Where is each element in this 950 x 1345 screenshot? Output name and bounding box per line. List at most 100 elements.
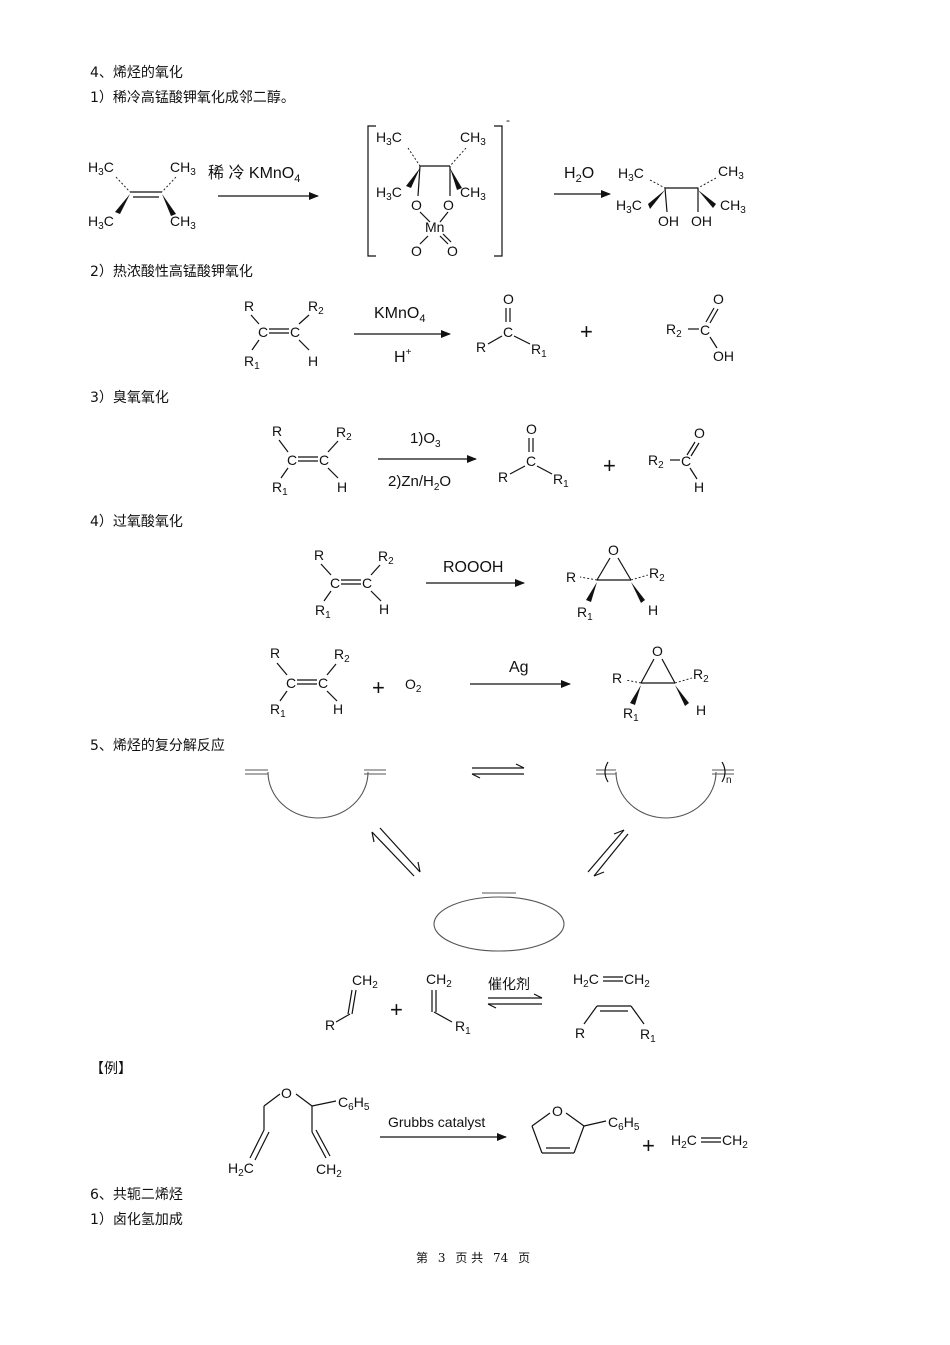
label-r: R: [575, 1025, 585, 1041]
label-ch2: CH2: [722, 1132, 748, 1151]
ring: [433, 896, 565, 952]
bond: [335, 1013, 351, 1023]
bond: [327, 440, 339, 453]
reagent-cold-kmno4: 稀 冷 KMnO4: [208, 164, 300, 185]
bond: [661, 658, 676, 684]
bond: [689, 467, 698, 480]
bond-mno-double: [439, 235, 449, 245]
section-4-2-heading: 2）热浓酸性高锰酸钾氧化: [90, 264, 253, 280]
bond: [320, 563, 332, 576]
bond: [513, 335, 531, 345]
label-ch2: CH2: [426, 971, 452, 990]
bond-hash: [449, 147, 467, 167]
bond-double: [311, 1131, 327, 1159]
arrow-line: [587, 829, 625, 873]
bond: [640, 658, 655, 684]
label-c6h5: C6H5: [608, 1114, 640, 1133]
section-4-3-heading: 3）臭氧氧化: [90, 390, 169, 406]
label-h3c: H3C: [376, 184, 402, 203]
bond: [250, 314, 260, 325]
bond-wedge: [450, 168, 462, 190]
label-ch3: CH3: [170, 213, 196, 232]
ketone-product: O C R R1: [476, 291, 547, 360]
reagent-water: H2O: [564, 165, 594, 185]
atom-o: O: [503, 291, 514, 307]
charge-minus: -: [506, 113, 510, 127]
equilibrium-arrows-right: [587, 829, 629, 877]
reagent-oxygen: O2: [405, 676, 422, 695]
section-5-heading: 5、烯烃的复分解反应: [90, 738, 225, 754]
bond-co-double: [705, 307, 715, 323]
bond: [573, 1125, 585, 1154]
label-r1: R1: [577, 604, 593, 623]
label-c6h5: C6H5: [338, 1094, 370, 1113]
dihydrofuran-product: O C6H5: [531, 1103, 640, 1154]
plus-sign: +: [390, 997, 403, 1022]
bond: [565, 1112, 585, 1127]
atom-c: C: [330, 575, 340, 591]
alkene-product: R R1: [575, 1005, 656, 1045]
label-ch3: CH3: [718, 163, 744, 182]
label-r2: R2: [308, 298, 324, 317]
bond-wedge: [586, 582, 597, 602]
group-oh: OH: [658, 213, 679, 229]
label-r2: R2: [378, 548, 394, 567]
label-h2c: H2C: [671, 1132, 697, 1151]
diol-product: H3C CH3 H3C CH3 OH OH: [616, 163, 746, 229]
atom-c: C: [526, 453, 536, 469]
section-4-heading: 4、烯烃的氧化: [90, 65, 183, 81]
label-r: R: [612, 670, 622, 686]
bond: [536, 465, 553, 475]
atom-h: H: [308, 353, 318, 369]
diene-chain: [245, 769, 386, 819]
atom-c: C: [681, 453, 691, 469]
atom-h: H: [696, 702, 706, 718]
label-h3c: H3C: [618, 165, 644, 184]
atom-c: C: [318, 675, 328, 691]
atom-c: C: [700, 322, 710, 338]
footer-suffix: 页: [518, 1251, 531, 1265]
bond-coh: [664, 187, 668, 213]
reagent-acid: H+: [394, 347, 412, 366]
bond: [251, 339, 260, 351]
atom-h: H: [333, 701, 343, 717]
plus-sign: +: [372, 675, 385, 700]
bond: [311, 1100, 337, 1107]
atom-o: O: [526, 421, 537, 437]
bond-co-double: [686, 441, 696, 456]
label-r1: R1: [623, 705, 639, 724]
atom-c: C: [287, 452, 297, 468]
atom-o: O: [411, 197, 422, 213]
label-r2: R2: [334, 646, 350, 665]
label-r1: R1: [272, 479, 288, 498]
bond-mno: [419, 235, 429, 245]
arrow-head: [417, 861, 421, 873]
label-r: R: [314, 547, 324, 563]
atom-o: O: [443, 197, 454, 213]
atom-c: C: [319, 452, 329, 468]
bond-wedge: [162, 194, 176, 216]
bond-hash: [161, 176, 177, 193]
bond-double: [347, 989, 353, 1015]
bond-hash: [630, 574, 649, 581]
section-6-1-heading: 1）卤化氢加成: [90, 1212, 183, 1228]
atom-c: C: [503, 324, 513, 340]
bracket-left: [367, 125, 376, 257]
label-r1: R1: [270, 701, 286, 720]
bracket: [604, 761, 609, 783]
manganate-intermediate: - H3C CH3 H3C CH3 O O Mn O O: [367, 113, 510, 259]
bond: [433, 1011, 453, 1023]
epoxide-product: O R R2 R1 H: [612, 643, 709, 724]
bracket: [721, 761, 726, 783]
label-r1: R1: [640, 1026, 656, 1045]
label-r2: R2: [693, 666, 709, 685]
bond: [263, 1093, 281, 1107]
bond: [509, 465, 526, 475]
plus-sign: +: [580, 319, 593, 344]
reaction-1-reactant: H3C CH3 H3C CH3: [88, 159, 196, 232]
label-r: R: [270, 645, 280, 661]
bond-hash: [649, 179, 666, 189]
bond: [370, 564, 381, 576]
bond-mno-double: [442, 233, 452, 243]
